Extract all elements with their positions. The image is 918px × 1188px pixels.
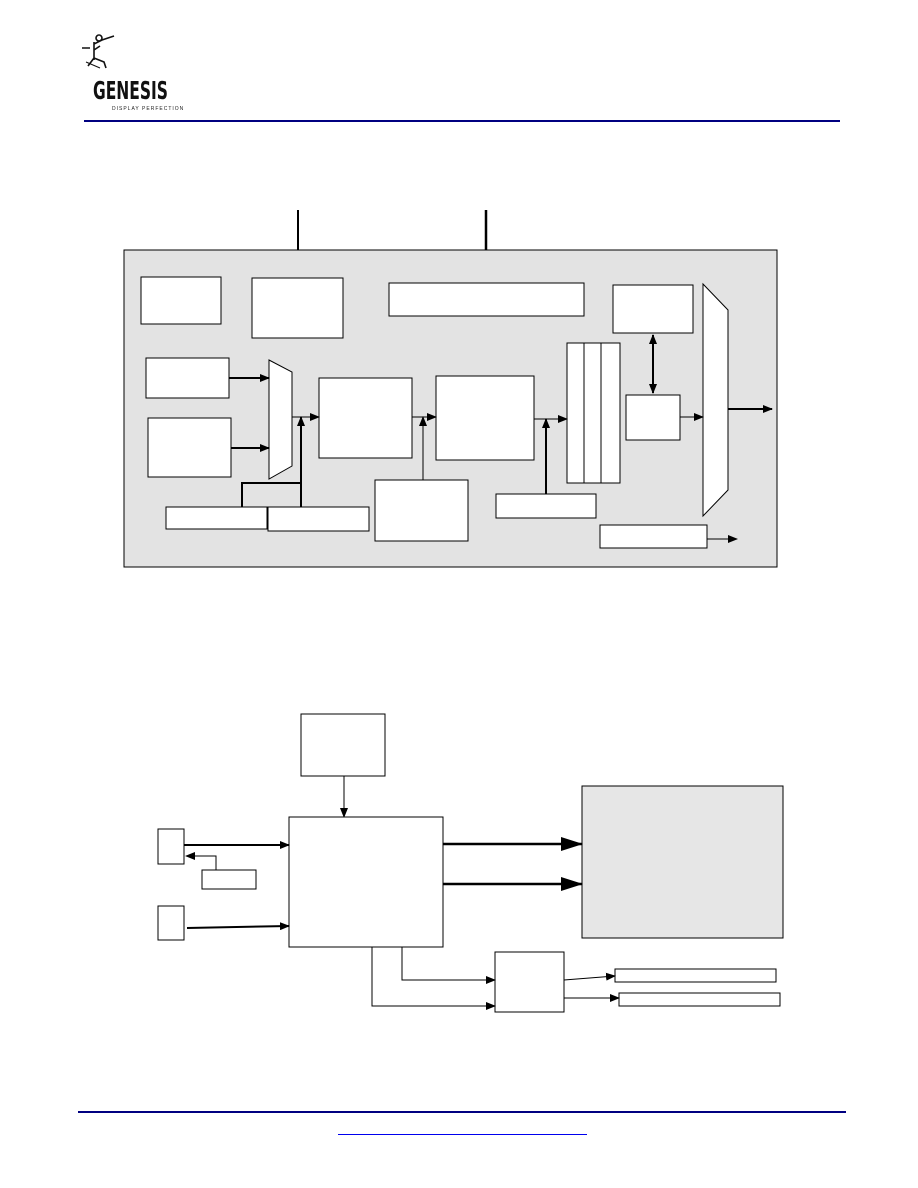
system-output-chip [494,951,565,1013]
system-controller [288,816,444,948]
system-output-line-2 [618,992,781,1007]
block-control-right [267,506,370,532]
block-small-right [625,394,681,441]
arrow-controller-to-chip-2 [371,947,496,1010]
block-source-a [145,357,230,399]
input-mux [268,359,293,480]
footer-link-underline[interactable] [338,1134,587,1135]
system-top-box [300,713,386,777]
block-input-top [251,277,344,339]
arrow-chip-to-line-1 [563,972,616,981]
arrow-aux-to-input-1 [185,852,217,870]
footer-rule [78,1111,846,1113]
buffer-column-3 [600,342,621,484]
arrow-input-2-to-controller [186,922,290,931]
header-rule [84,120,840,122]
buffer-column-2 [583,342,602,484]
system-output-line-1 [614,968,777,983]
block-stage-1 [318,377,413,459]
buffer-column-1 [566,342,585,484]
block-stage-2-control [374,479,469,542]
block-stage-2 [435,375,535,461]
block-source-b [147,417,232,478]
arrow-controller-to-chip-1 [401,947,496,984]
logo-tagline: DISPLAY PERFECTION [112,106,185,112]
block-bottom-right [599,524,708,549]
control-line-to-mux [241,482,301,507]
block-top-left [140,276,222,325]
output-mux [702,282,729,518]
system-input-1 [157,828,185,865]
genesis-logo [82,34,115,69]
diagram-1 [123,210,778,568]
system-panel [581,785,784,939]
block-control-left [165,506,268,530]
logo-wordmark: GENESIS [93,76,168,105]
system-input-2 [157,905,185,941]
block-top-wide [388,282,585,317]
diagram-2 [157,713,784,1013]
block-top-right [612,284,694,334]
block-buffer-control [495,493,597,519]
system-input-aux [201,869,257,890]
